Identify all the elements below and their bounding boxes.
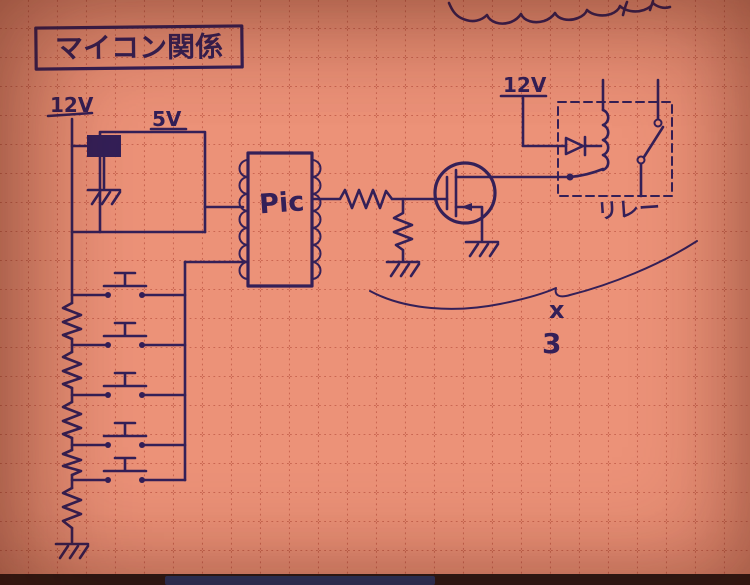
- multiplier-sign: x: [549, 296, 565, 324]
- ladder-resistor: [61, 400, 83, 440]
- title-frame: [34, 24, 244, 71]
- left-supply: 12V: [46, 93, 94, 118]
- right-supply-label: 12V: [503, 73, 547, 97]
- contact-arm-and-leads: [639, 78, 665, 198]
- relay-coil: [601, 108, 610, 172]
- right-supply: 12V: [499, 73, 568, 148]
- diode-bar-and-wire: [583, 135, 603, 157]
- relay: リレー: [557, 78, 673, 224]
- pic-right-pins-coil: [311, 159, 322, 280]
- series-resistor: [310, 188, 449, 210]
- pic-chip: Pic: [183, 151, 322, 288]
- pic-body: [246, 151, 314, 288]
- mosfet-arrow: [461, 203, 472, 211]
- multiplier-value: 3: [542, 327, 561, 360]
- pic-label: Pic: [258, 186, 305, 220]
- brace-curve: [369, 240, 698, 310]
- title-box: マイコン関係: [34, 24, 244, 71]
- mosfet-circle: [433, 161, 497, 225]
- ladder-resistor: [61, 301, 83, 341]
- regulator-output-label: 5V: [152, 107, 182, 131]
- diode-triangle: [564, 136, 585, 156]
- pulldown-resistor: [385, 197, 421, 278]
- ladder-resistor: [61, 448, 83, 477]
- regulator-block: 5V: [70, 107, 207, 234]
- photo-bottom-edge: [0, 574, 750, 585]
- cloud-sketch: [447, 0, 672, 25]
- mosfet: [433, 161, 572, 258]
- pic-input-wires: [183, 205, 245, 264]
- relay-label: リレー: [596, 195, 661, 223]
- left-supply-underline: [46, 111, 94, 118]
- pic-left-pins-coil: [238, 159, 249, 280]
- ladder-resistor: [61, 486, 83, 530]
- regulator-ic: [87, 135, 121, 157]
- relay-dashed-outline: [557, 101, 673, 197]
- ladder-resistor: [61, 350, 83, 390]
- multiplier-annotation: x 3: [369, 240, 698, 360]
- cutoff-pen-strokes: [621, 0, 655, 17]
- regulator-wires: [70, 144, 106, 190]
- coil-bottom-lead: [568, 167, 605, 179]
- table-edge-blue: [165, 576, 435, 585]
- button-ladder: [54, 117, 207, 560]
- title-text: マイコン関係: [55, 30, 223, 65]
